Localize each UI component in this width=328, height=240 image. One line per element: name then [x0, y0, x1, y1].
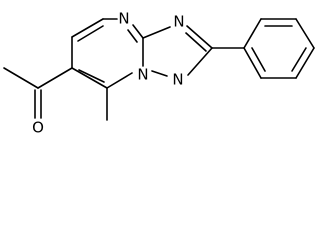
bond-c2-n1 [187, 47, 213, 76]
atom-n-pyrimidine: N [118, 10, 129, 28]
bond-ph6-ph1-inner [251, 47, 266, 72]
bond-n1-n8 [151, 70, 168, 77]
bond-n3-c2-inner [185, 32, 207, 52]
bond-c5-c6-inner [77, 25, 104, 42]
bond-ph1-ph2 [243, 18, 262, 49]
bond-c6-c7-wrap [71, 67, 108, 89]
atom-o-carbonyl: O [32, 119, 44, 137]
bond-c6-c7-inner [78, 69, 105, 83]
atom-label-layer: N N N N O [32, 10, 185, 137]
chemical-structure-diagram: N N N N O [3, 10, 315, 137]
bond-layer [3, 18, 315, 121]
bond-c5-c6 [71, 18, 104, 38]
bond-ph6-ph1 [243, 47, 262, 79]
atom-n-bridge: N [137, 66, 148, 84]
atom-n-triazole-bottom: N [172, 71, 183, 89]
bond-c3a-n3 [142, 26, 171, 39]
bond-c7-n8 [106, 72, 133, 89]
bond-ph3-ph4 [295, 18, 315, 49]
bond-n3-c2 [186, 25, 213, 49]
bond-ph4-ph5 [295, 47, 315, 79]
bond-c6-carbonyl [37, 67, 73, 89]
bond-carbonyl-methyl [3, 67, 39, 89]
atom-n-triazole-top: N [173, 13, 184, 31]
bond-n4-c3a [132, 24, 144, 39]
bond-ph4-ph5-inner [291, 47, 307, 72]
bond-n4-c3a-inner [127, 29, 138, 43]
